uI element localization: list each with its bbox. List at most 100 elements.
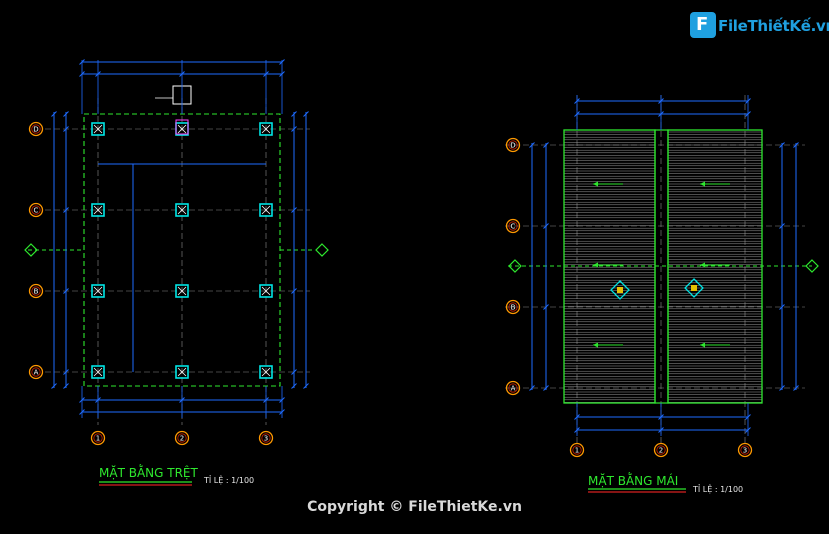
axis-bubble-row-inner bbox=[31, 367, 41, 377]
slope-arrowhead bbox=[593, 181, 598, 187]
dimension-tick bbox=[63, 126, 69, 132]
dimension-tick bbox=[51, 383, 57, 389]
dimension-tick bbox=[543, 223, 549, 229]
column bbox=[175, 203, 189, 217]
axis-bubble-row bbox=[28, 121, 44, 137]
dimension-tick bbox=[745, 111, 751, 117]
axis-bubble-row bbox=[28, 202, 44, 218]
roof-axis-bubble-row bbox=[505, 218, 521, 234]
axis-bubble-row-inner bbox=[31, 124, 41, 134]
dimension-tick bbox=[303, 383, 309, 389]
dimension-tick bbox=[63, 111, 69, 117]
dimension-tick bbox=[79, 397, 85, 403]
dimension-tick bbox=[529, 385, 535, 391]
roof-axis-bubble-row-label: A bbox=[511, 385, 516, 393]
dimension-tick bbox=[779, 142, 785, 148]
roof-drain-core bbox=[691, 285, 697, 291]
column bbox=[175, 284, 189, 298]
logo-badge: F bbox=[690, 12, 716, 38]
dimension-tick bbox=[779, 385, 785, 391]
roof-axis-bubble-col-inner bbox=[656, 445, 666, 455]
roof-axis-bubble-row bbox=[505, 380, 521, 396]
column-x bbox=[261, 124, 271, 134]
dimension-tick bbox=[263, 71, 269, 77]
slope-arrowhead bbox=[593, 342, 598, 348]
dimension-tick bbox=[574, 427, 580, 433]
dimension-tick bbox=[79, 59, 85, 65]
column bbox=[259, 203, 273, 217]
column-x bbox=[93, 367, 103, 377]
axis-bubble-row bbox=[28, 283, 44, 299]
dimension-tick bbox=[574, 414, 580, 420]
axis-bubble-col-label: 2 bbox=[180, 435, 184, 443]
dimension-tick bbox=[263, 397, 269, 403]
roof-drain bbox=[684, 278, 704, 298]
dimension-tick bbox=[79, 71, 85, 77]
roof-panel-left bbox=[564, 131, 655, 403]
axis-bubble-row-inner bbox=[31, 205, 41, 215]
dimension-tick bbox=[779, 304, 785, 310]
dimension-tick bbox=[95, 397, 101, 403]
dimension-tick bbox=[745, 427, 751, 433]
dimension-tick bbox=[63, 207, 69, 213]
roof-axis-bubble-row-inner bbox=[508, 140, 518, 150]
roof-axis-bubble-col-label: 1 bbox=[575, 447, 579, 455]
roof-axis-bubble-row bbox=[505, 137, 521, 153]
column-x bbox=[261, 205, 271, 215]
axis-bubble-col bbox=[174, 430, 190, 446]
dimension-tick bbox=[179, 71, 185, 77]
slope-arrowhead bbox=[700, 262, 705, 268]
logo-text: FileThiếtKế.vn bbox=[718, 17, 829, 35]
dimension-tick bbox=[658, 98, 664, 104]
dimension-tick bbox=[745, 98, 751, 104]
column bbox=[91, 122, 105, 136]
axis-bubble-row-label: B bbox=[34, 288, 39, 296]
roof-axis-bubble-row-inner bbox=[508, 302, 518, 312]
dimension-tick bbox=[291, 288, 297, 294]
roof-axis-bubble-row-label: B bbox=[511, 304, 516, 312]
column-x bbox=[93, 124, 103, 134]
dimension-tick bbox=[291, 207, 297, 213]
dimension-tick bbox=[543, 142, 549, 148]
column bbox=[91, 203, 105, 217]
column-x bbox=[177, 286, 187, 296]
roof-axis-bubble-col-inner bbox=[572, 445, 582, 455]
logo-letter: F bbox=[696, 14, 709, 35]
dimension-tick bbox=[63, 383, 69, 389]
roof-axis-bubble-row bbox=[505, 299, 521, 315]
dimension-tick bbox=[291, 383, 297, 389]
axis-bubble-row bbox=[28, 364, 44, 380]
column bbox=[175, 365, 189, 379]
dimension-tick bbox=[291, 111, 297, 117]
dimension-tick bbox=[291, 126, 297, 132]
dimension-tick bbox=[291, 369, 297, 375]
slope-arrowhead bbox=[700, 342, 705, 348]
column bbox=[259, 122, 273, 136]
roof-axis-bubble-col-label: 2 bbox=[659, 447, 663, 455]
ground-plan-title: MẶT BẰNG TRỆT bbox=[99, 466, 198, 480]
column bbox=[91, 284, 105, 298]
dimension-tick bbox=[793, 385, 799, 391]
roof-axis-bubble-col bbox=[569, 442, 585, 458]
column bbox=[259, 365, 273, 379]
dimension-tick bbox=[658, 427, 664, 433]
section-marker bbox=[508, 259, 522, 273]
site-logo[interactable]: F FileThiếtKế.vn bbox=[690, 12, 829, 42]
dimension-tick bbox=[279, 397, 285, 403]
axis-bubble-col bbox=[258, 430, 274, 446]
roof-axis-bubble-col bbox=[737, 442, 753, 458]
dimension-tick bbox=[179, 397, 185, 403]
axis-bubble-col-label: 3 bbox=[264, 435, 268, 443]
column-x bbox=[177, 367, 187, 377]
column bbox=[91, 365, 105, 379]
axis-bubble-col bbox=[90, 430, 106, 446]
roof-plan-title: MẶT BẰNG MÁI bbox=[588, 474, 679, 488]
column-x bbox=[177, 124, 187, 134]
roof-axis-bubble-row-label: C bbox=[511, 223, 516, 231]
axis-bubble-row-label: D bbox=[33, 126, 38, 134]
stair-post bbox=[175, 119, 189, 135]
roof-axis-bubble-col bbox=[653, 442, 669, 458]
dimension-tick bbox=[658, 111, 664, 117]
